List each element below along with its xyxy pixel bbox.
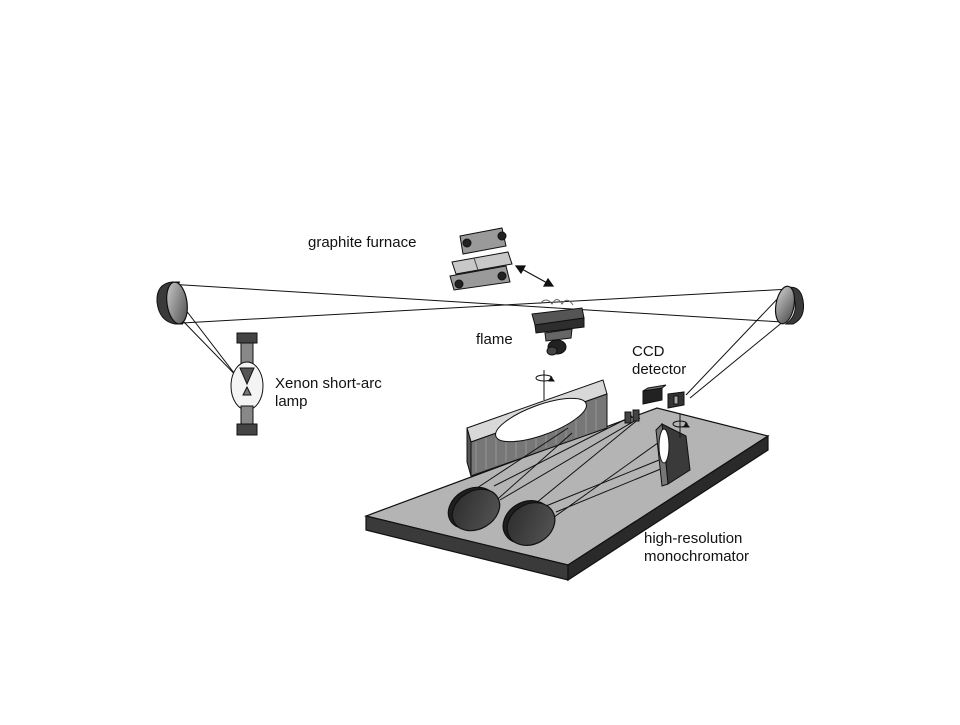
ccd-detector bbox=[642, 384, 667, 405]
label-ccd-line2: detector bbox=[632, 361, 687, 378]
interchange-arrow bbox=[514, 265, 555, 287]
label-xenon-lamp-line2: lamp bbox=[275, 393, 308, 410]
echelle-grating bbox=[466, 379, 608, 477]
label-monochromator-line2: monochromator bbox=[644, 548, 750, 565]
intermediate-slit bbox=[624, 409, 640, 424]
label-graphite-furnace: graphite furnace bbox=[308, 234, 417, 251]
prism bbox=[655, 422, 691, 487]
xenon-lamp bbox=[230, 332, 264, 436]
optical-beam bbox=[167, 283, 791, 324]
collimator-mirror-1 bbox=[447, 486, 501, 532]
label-xenon-lamp-line1: Xenon short-arc bbox=[275, 375, 382, 392]
label-flame: flame bbox=[476, 331, 513, 348]
label-ccd-line1: CCD bbox=[632, 343, 665, 360]
flame-burner bbox=[531, 299, 585, 356]
graphite-furnace bbox=[449, 227, 513, 291]
right-focusing-mirror bbox=[774, 285, 804, 325]
monochromator-beams bbox=[476, 415, 669, 521]
label-monochromator-line1: high-resolution bbox=[644, 530, 743, 547]
mirror-to-slit-beam bbox=[685, 293, 791, 399]
grating-rotation-icon bbox=[535, 370, 555, 400]
entrance-slit bbox=[667, 391, 685, 409]
left-focusing-mirror bbox=[156, 281, 188, 325]
collimator-mirror-2 bbox=[502, 500, 556, 546]
prism-rotation-icon bbox=[672, 414, 690, 438]
